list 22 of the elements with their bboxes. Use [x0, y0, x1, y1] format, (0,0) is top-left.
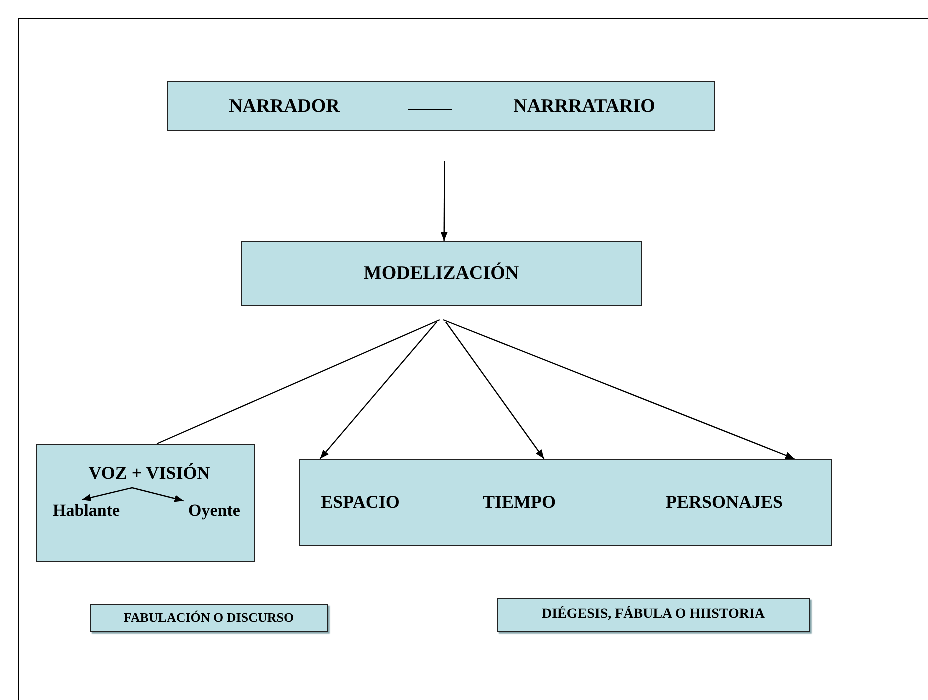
node-label: NARRADOR: [229, 96, 340, 118]
node-label: NARRRATARIO: [514, 96, 656, 118]
node-label: Oyente: [188, 500, 240, 520]
node-label: PERSONAJES: [666, 492, 784, 513]
label-box: FABULACIÓN O DISCURSO: [90, 604, 328, 632]
label-box: MODELIZACIÓN: [241, 241, 642, 306]
arrow: [132, 487, 184, 502]
node-label: TIEMPO: [482, 492, 556, 513]
panel-box: [299, 459, 832, 546]
label-box: DIÉGESIS, FÁBULA O HIISTORIA: [497, 598, 810, 632]
node-label: Hablante: [52, 500, 120, 520]
connector-line: [156, 319, 440, 445]
panel-box: [36, 444, 255, 562]
connector-line: [408, 109, 452, 110]
arrow: [82, 487, 133, 502]
arrow: [445, 322, 545, 460]
arrow: [443, 319, 795, 460]
arrow: [320, 322, 438, 460]
node-label: VOZ + VISIÓN: [88, 463, 210, 484]
node-label: ESPACIO: [321, 492, 400, 513]
panel-box: [167, 81, 715, 131]
arrow: [440, 161, 448, 241]
